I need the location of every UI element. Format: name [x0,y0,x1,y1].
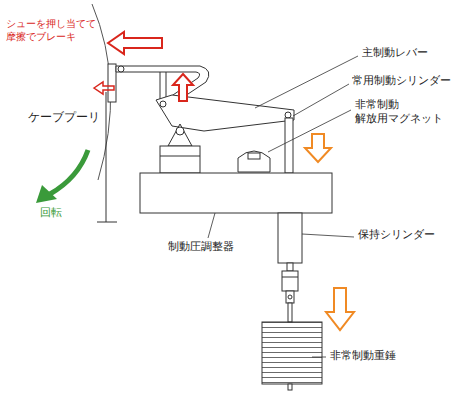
part-label: 制動圧調整器 [168,240,234,254]
part-label: ケーブプーリ [28,110,100,125]
release-magnet [238,151,270,172]
part-label: 非常制動重錘 [330,349,396,363]
part-label: 常用制動シリンダー [352,74,451,88]
leader-line [312,357,326,358]
fulcrum-pin [176,127,184,135]
note-label: シューを押し当てて 摩擦でブレーキ [6,18,106,43]
rod-coupling [282,271,298,291]
part-label: 非常制動 解放用マグネット [355,98,453,126]
hanger-rod [288,303,292,322]
leader-line [255,56,358,108]
arm-link [166,72,167,100]
arm-pivot [118,66,124,72]
clevis [286,291,294,303]
lever-fulcrum [168,124,192,146]
service-cylinder [160,146,200,173]
weight-arrow [326,288,354,330]
coupling-line [282,277,298,278]
rotation-label: 回転 [40,206,62,220]
main-lever [156,95,294,131]
clevis-pin [288,295,292,299]
rotation-arrowhead [36,185,57,203]
piston-rod [287,263,293,271]
leader-line [302,234,354,237]
holding-cylinder [278,213,302,263]
stand-post [106,92,107,222]
leader-line [208,213,215,238]
lever-pin [285,112,291,118]
arm-link [160,72,161,100]
press-arrow [94,82,114,94]
brake-shoe [108,64,116,102]
connecting-rod [285,118,293,173]
pressure-regulator [140,173,332,213]
shoe-arm [116,66,209,102]
force-arrow [108,32,162,54]
part-label: 主制動レバー [362,46,428,60]
lever-pin [160,101,166,107]
cylinder-band [160,156,200,157]
stand-foot [97,222,117,223]
force-arrow [173,74,193,101]
emergency-weight [262,322,322,384]
leader-line [293,84,349,116]
part-label: 保持シリンダー [358,228,435,242]
leader-line [268,110,351,152]
magnet-core [248,153,260,159]
rotation-arrow [50,150,88,194]
weight-arrow [305,134,331,162]
weight-pin [288,384,292,390]
